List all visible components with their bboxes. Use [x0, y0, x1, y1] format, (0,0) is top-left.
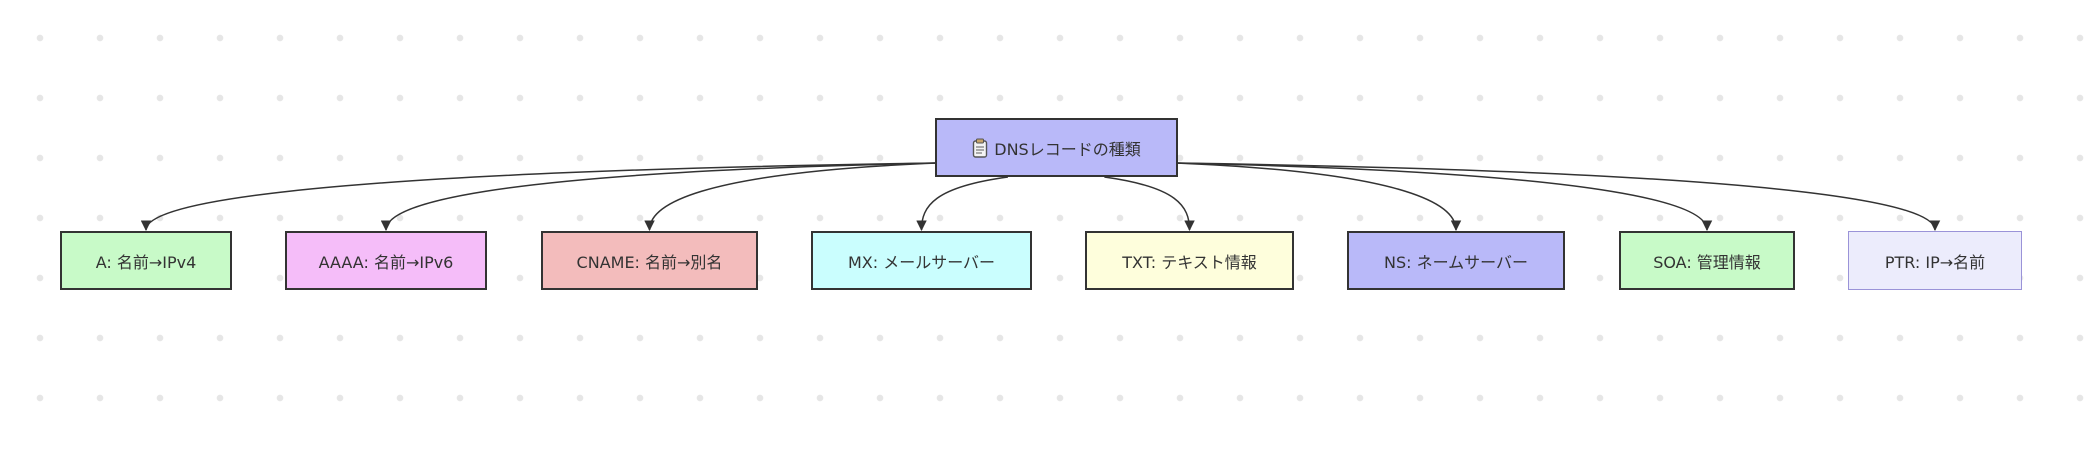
- node-a-record[interactable]: A: 名前→IPv4: [60, 231, 232, 290]
- edge-root-to-aaaa: [380, 162, 938, 232]
- node-aaaa-record-label: AAAA: 名前→IPv6: [318, 252, 454, 272]
- clipboard-icon: [972, 138, 988, 158]
- node-txt-record-label: TXT: テキスト情報: [1122, 252, 1257, 272]
- node-cname-record-label: CNAME: 名前→別名: [576, 252, 723, 272]
- edge-root-to-ptr: [1175, 162, 1941, 232]
- edge-root-to-cname: [644, 162, 938, 232]
- node-ns-record-label: NS: ネームサーバー: [1384, 252, 1528, 272]
- node-txt-record[interactable]: TXT: テキスト情報: [1085, 231, 1294, 290]
- node-ns-record[interactable]: NS: ネームサーバー: [1347, 231, 1565, 290]
- node-cname-record[interactable]: CNAME: 名前→別名: [541, 231, 758, 290]
- edge-root-to-soa: [1175, 162, 1713, 232]
- node-soa-record[interactable]: SOA: 管理情報: [1619, 231, 1795, 290]
- root-node-label: DNSレコードの種類: [994, 139, 1141, 159]
- edge-root-to-a: [140, 162, 938, 232]
- node-aaaa-record[interactable]: AAAA: 名前→IPv6: [285, 231, 487, 290]
- node-soa-record-label: SOA: 管理情報: [1653, 252, 1761, 272]
- node-ptr-record[interactable]: PTR: IP→名前: [1848, 231, 2022, 290]
- node-a-record-label: A: 名前→IPv4: [95, 252, 197, 272]
- edge-root-to-ns: [1175, 162, 1462, 232]
- node-ptr-record-label: PTR: IP→名前: [1884, 252, 1986, 272]
- root-node[interactable]: DNSレコードの種類: [935, 118, 1178, 177]
- edge-root-to-mx: [916, 176, 1009, 232]
- edge-root-to-txt: [1104, 176, 1195, 232]
- node-mx-record[interactable]: MX: メールサーバー: [811, 231, 1032, 290]
- node-mx-record-label: MX: メールサーバー: [847, 252, 996, 272]
